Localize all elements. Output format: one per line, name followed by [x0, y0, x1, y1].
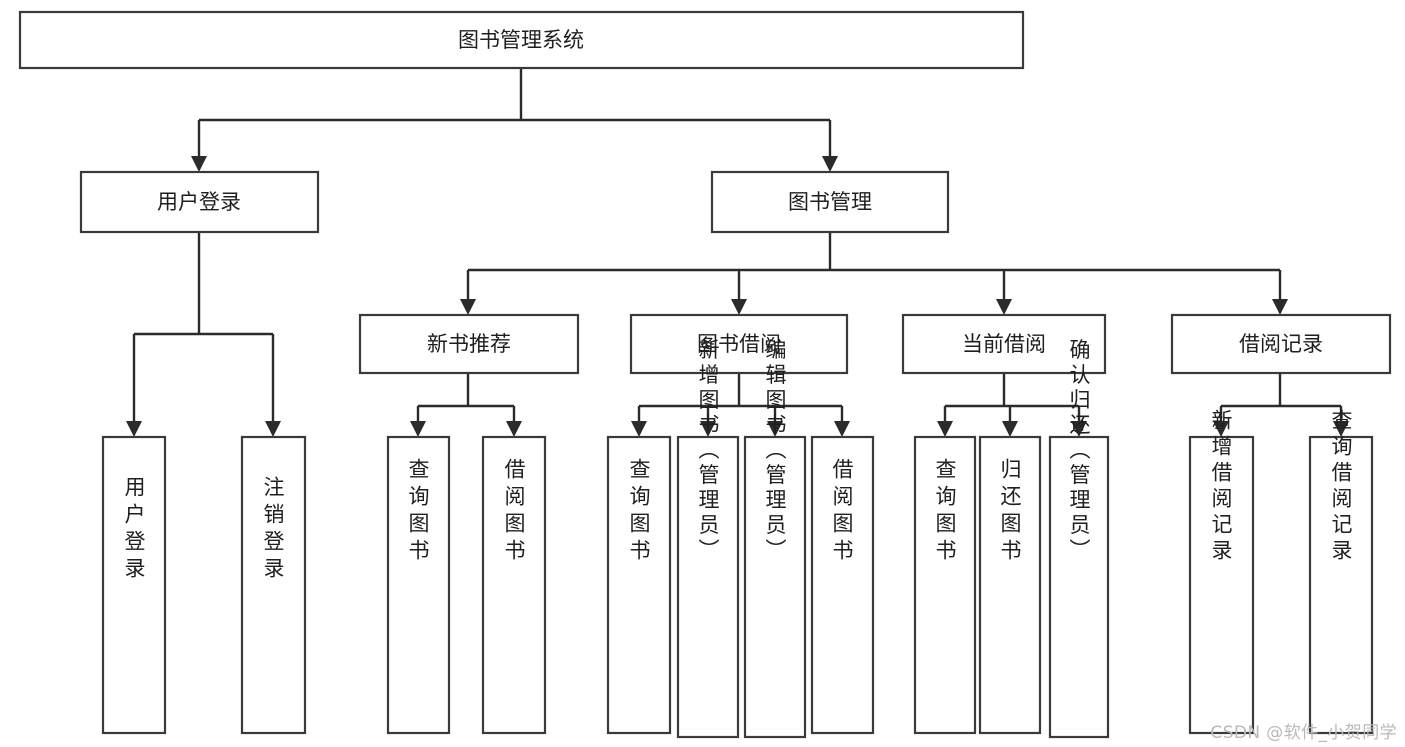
arrow-to-leaf-edit-book: [767, 421, 783, 437]
node-root-label: 图书管理系统: [458, 28, 584, 52]
leaf-confirm-return-label: 确认归还（管理员）: [1067, 339, 1091, 564]
arrow-to-leaf-logout: [265, 421, 281, 437]
leaf-query-book-2-box[interactable]: [606, 435, 672, 735]
node-book-borrow-box[interactable]: [629, 313, 849, 375]
leaf-logout-label: 注销登录: [261, 476, 285, 584]
connector-layer: [126, 68, 1349, 437]
node-book-manage[interactable]: 图书管理: [710, 170, 950, 234]
leaf-query-book-1-box[interactable]: [386, 435, 451, 735]
node-root[interactable]: 图书管理系统: [18, 10, 1025, 70]
arrow-to-leaf-user-login: [126, 421, 142, 437]
arrow-to-new-book-rec: [460, 299, 476, 315]
leaf-query-book-2-label: 查询图书: [627, 458, 651, 566]
node-current-borrow-box[interactable]: [901, 313, 1107, 375]
leaf-add-book-box[interactable]: [676, 435, 740, 739]
node-borrow-record-box[interactable]: [1170, 313, 1392, 375]
leaf-edit-book-box[interactable]: [743, 435, 807, 739]
leaf-borrow-book-1[interactable]: 借阅图书: [481, 435, 547, 735]
node-user-login-box[interactable]: [79, 170, 320, 234]
leaf-borrow-book-2[interactable]: 借阅图书: [810, 435, 875, 735]
arrow-to-leaf-borrow-book-1: [506, 421, 522, 437]
arrow-to-leaf-return-book: [1002, 421, 1018, 437]
node-new-book-rec[interactable]: 新书推荐: [358, 313, 580, 375]
arrow-root-to-book-manage: [822, 156, 838, 172]
leaf-add-book[interactable]: 新增图书（管理员）: [676, 339, 740, 739]
leaf-logout[interactable]: 注销登录: [240, 435, 307, 735]
leaf-user-login-box[interactable]: [101, 435, 167, 735]
leaf-logout-box[interactable]: [240, 435, 307, 735]
node-borrow-record-label: 借阅记录: [1239, 332, 1323, 356]
leaf-return-book[interactable]: 归还图书: [978, 435, 1042, 735]
leaf-borrow-book-2-box[interactable]: [810, 435, 875, 735]
leaf-add-book-label: 新增图书（管理员）: [696, 339, 720, 564]
leaf-return-book-box[interactable]: [978, 435, 1042, 735]
arrow-to-leaf-query-book-1: [410, 421, 426, 437]
leaf-query-record-label: 查询借阅记录: [1329, 409, 1353, 565]
leaf-query-book-1-label: 查询图书: [406, 458, 430, 566]
leaf-query-book-2[interactable]: 查询图书: [606, 435, 672, 735]
leaf-borrow-book-2-label: 借阅图书: [830, 458, 854, 566]
node-new-book-rec-box[interactable]: [358, 313, 580, 375]
leaf-query-record[interactable]: 查询借阅记录: [1308, 409, 1374, 735]
leaf-query-book-3-box[interactable]: [913, 435, 977, 735]
leaf-confirm-return[interactable]: 确认归还（管理员）: [1048, 339, 1110, 739]
arrow-to-book-borrow: [731, 299, 747, 315]
arrow-root-to-user-login: [191, 156, 207, 172]
arrow-to-leaf-borrow-book-2: [834, 421, 850, 437]
leaf-return-book-label: 归还图书: [998, 458, 1022, 566]
leaf-confirm-return-box[interactable]: [1048, 435, 1110, 739]
node-current-borrow-label: 当前借阅: [962, 332, 1046, 356]
arrow-to-leaf-add-book: [700, 421, 716, 437]
leaf-user-login-label: 用户登录: [122, 476, 146, 584]
node-user-login[interactable]: 用户登录: [79, 170, 320, 234]
node-user-login-label: 用户登录: [157, 190, 241, 214]
node-book-borrow-label: 图书借阅: [697, 332, 781, 356]
arrow-to-leaf-query-book-3: [937, 421, 953, 437]
leaf-edit-book-label: 编辑图书（管理员）: [763, 339, 787, 564]
node-book-manage-label: 图书管理: [788, 190, 872, 214]
leaf-add-record-box[interactable]: [1188, 435, 1255, 735]
node-root-box[interactable]: [18, 10, 1025, 70]
arrow-to-borrow-record: [1272, 299, 1288, 315]
leaf-query-book-1[interactable]: 查询图书: [386, 435, 451, 735]
leaf-add-record-label: 新增借阅记录: [1209, 409, 1233, 565]
arrow-to-leaf-confirm-return: [1071, 421, 1087, 437]
leaf-borrow-book-1-label: 借阅图书: [502, 458, 526, 566]
node-borrow-record[interactable]: 借阅记录: [1170, 313, 1392, 375]
arrow-to-leaf-add-record: [1213, 421, 1229, 437]
leaf-edit-book[interactable]: 编辑图书（管理员）: [743, 339, 807, 739]
leaf-borrow-book-1-box[interactable]: [481, 435, 547, 735]
leaf-query-book-3-label: 查询图书: [933, 458, 957, 566]
arrow-to-leaf-query-record: [1333, 421, 1349, 437]
leaf-query-record-box[interactable]: [1308, 435, 1374, 735]
node-book-borrow[interactable]: 图书借阅: [629, 313, 849, 375]
leaf-query-book-3[interactable]: 查询图书: [913, 435, 977, 735]
arrow-to-leaf-query-book-2: [631, 421, 647, 437]
node-book-manage-box[interactable]: [710, 170, 950, 234]
arrow-to-current-borrow: [996, 299, 1012, 315]
leaf-user-login[interactable]: 用户登录: [101, 435, 167, 735]
leaf-add-record[interactable]: 新增借阅记录: [1188, 409, 1255, 735]
node-new-book-rec-label: 新书推荐: [427, 332, 511, 356]
node-current-borrow[interactable]: 当前借阅: [901, 313, 1107, 375]
